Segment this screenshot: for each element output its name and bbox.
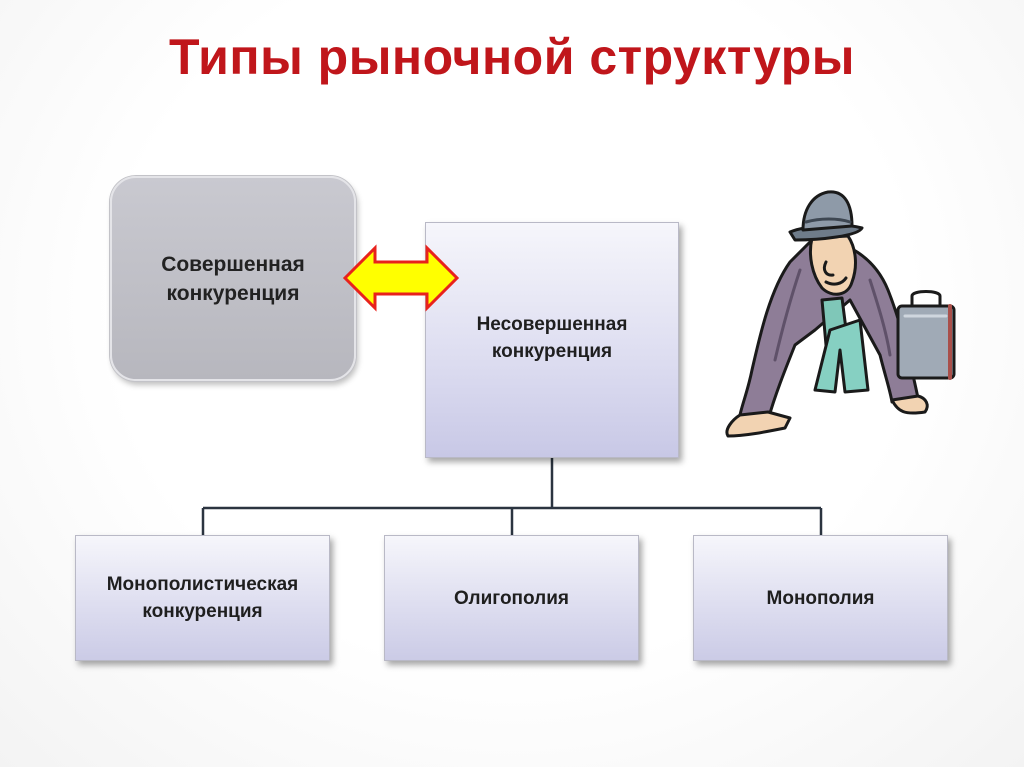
child-label-line1: Монополистическая xyxy=(106,574,299,595)
perfect-competition-line1: Совершенная xyxy=(161,252,305,276)
imperfect-competition-line2: конкуренция xyxy=(491,341,613,362)
perfect-competition-line2: конкуренция xyxy=(166,281,300,305)
child-label: Монополия xyxy=(766,587,875,609)
imperfect-competition-line1: Несовершенная xyxy=(476,314,628,335)
child-label: Олигополия xyxy=(454,587,569,609)
monopoly-box: Монополия xyxy=(693,535,948,661)
imperfect-competition-box: Несовершенная конкуренция xyxy=(425,222,679,458)
monopolistic-competition-box: Монополистическая конкуренция xyxy=(75,535,330,661)
oligopoly-box: Олигополия xyxy=(384,535,639,661)
perfect-competition-box: Совершенная конкуренция xyxy=(110,176,356,381)
child-label-line2: конкуренция xyxy=(142,601,263,622)
slide-title: Типы рыночной структуры xyxy=(169,29,855,85)
